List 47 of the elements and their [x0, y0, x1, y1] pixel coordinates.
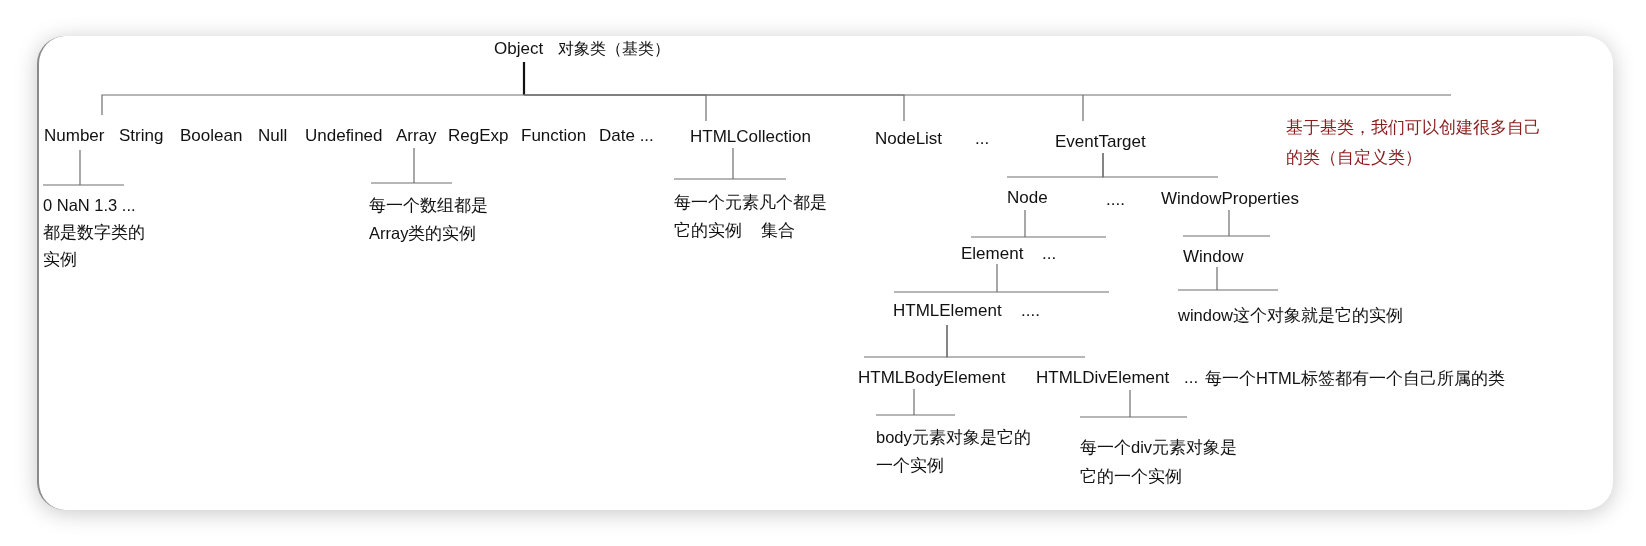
note-text: 每一个HTML标签都有一个自己所属的类	[1205, 368, 1505, 389]
class-name: RegExp	[448, 126, 509, 146]
class-name: String	[119, 126, 164, 146]
ellipsis-text: ....	[1021, 301, 1040, 321]
tree-connector	[1177, 266, 1279, 291]
note-text: 每一个数组都是Array类的实例	[369, 195, 489, 244]
class-name: HTMLBodyElement	[858, 368, 1006, 388]
class-name: WindowProperties	[1161, 189, 1299, 209]
class-name: Element	[961, 244, 1024, 264]
tree-connector	[893, 263, 1110, 293]
class-name: HTMLElement	[893, 301, 1002, 321]
ellipsis-text: ...	[1184, 368, 1199, 388]
note-text: window这个对象就是它的实例	[1178, 305, 1404, 326]
class-description: 对象类（基类）	[558, 39, 671, 59]
ellipsis-text: ....	[1106, 190, 1125, 210]
tree-connector	[1182, 209, 1271, 237]
tree-connector	[970, 209, 1107, 238]
class-name: Undefined	[305, 126, 383, 146]
class-name: Node	[1007, 188, 1048, 208]
tree-connector	[101, 94, 525, 116]
class-name: Array	[396, 126, 437, 146]
tree-connector	[875, 388, 956, 416]
note-text: 每一个div元素对象是它的一个实例	[1080, 436, 1238, 487]
tree-connector	[523, 94, 1452, 122]
class-name: NodeList	[875, 129, 943, 149]
note-text: body元素对象是它的一个实例	[876, 427, 1032, 476]
class-name: HTMLCollection	[690, 127, 811, 147]
tree-connector	[370, 147, 453, 184]
note-text: 基于基类，我们可以创建很多自己的类（自定义类）	[1286, 117, 1542, 168]
tree-connector	[42, 149, 125, 186]
ellipsis-text: ...	[975, 129, 990, 149]
class-name: EventTarget	[1055, 132, 1146, 152]
class-name: Object	[494, 39, 544, 59]
class-name: Boolean	[180, 126, 243, 146]
class-name: Window	[1183, 247, 1244, 267]
class-name: Function	[521, 126, 587, 146]
class-name: HTMLDivElement	[1036, 368, 1170, 388]
class-name: Number	[44, 126, 105, 146]
tree-connector	[1102, 152, 1219, 178]
ellipsis-text: ...	[1042, 244, 1057, 264]
note-text: 0 NaN 1.3 ... 都是数字类的实例	[43, 194, 146, 270]
class-name: Null	[258, 126, 288, 146]
tree-connector	[673, 147, 787, 180]
note-text: 每一个元素凡个都是它的实例 集合	[674, 192, 828, 241]
tree-connector	[946, 324, 1086, 358]
tree-connector	[522, 62, 526, 95]
class-name: Date ...	[599, 126, 654, 146]
